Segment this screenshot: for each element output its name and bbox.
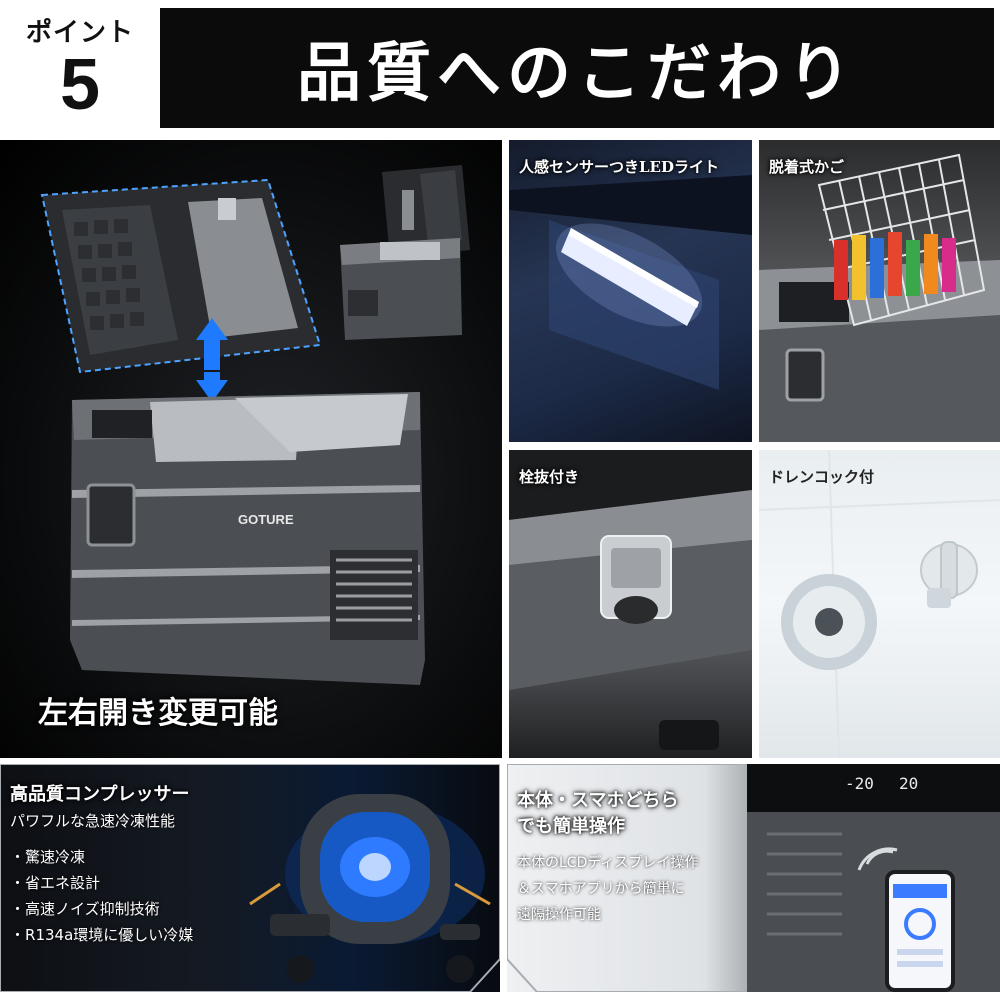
bottle-opener-panel: 栓抜付き — [509, 450, 752, 758]
compressor-subtitle: パワフルな急速冷凍性能 — [10, 812, 176, 830]
cooler-illustration: GOTURE — [40, 165, 470, 685]
list-item: 驚速冷凍 — [10, 844, 193, 870]
list-item: 高速ノイズ抑制技術 — [10, 896, 193, 922]
list-item: R134a環境に優しい冷媒 — [10, 922, 193, 948]
cooler-lid — [40, 178, 322, 374]
cooler-body — [70, 392, 425, 685]
drain-plug-panel: ドレンコック付 — [759, 450, 1000, 758]
app-control-panel: -20 20 本体・スマホどちら でも簡単操作 本体のLCDディスプレイ操作 ＆… — [507, 764, 1000, 992]
compressor-icon — [249, 794, 491, 983]
drain-caption: ドレンコック付 — [769, 468, 875, 486]
basket-caption: 脱着式かご — [769, 158, 845, 176]
compressor-feature-list: 驚速冷凍 省エネ設計 高速ノイズ抑制技術 R134a環境に優しい冷媒 — [10, 844, 193, 948]
main-cooler-panel: GOTURE 左右開き変更可能 — [0, 140, 502, 758]
display-temp-1: -20 — [845, 774, 874, 793]
bottles-icon — [834, 232, 956, 300]
smartphone-icon — [885, 870, 955, 992]
led-light-panel: 人感センサーつきLEDライト — [509, 140, 752, 442]
open-direction-arrows-icon — [196, 318, 228, 402]
app-desc-line1: 本体のLCDディスプレイ操作 — [517, 855, 699, 871]
app-title-line2: でも簡単操作 — [517, 816, 625, 837]
wifi-signal-icon — [857, 847, 898, 871]
removable-basket-panel: 脱着式かご — [759, 140, 1000, 442]
point-badge: ポイント 5 — [6, 8, 154, 128]
brand-logo: GOTURE — [238, 512, 294, 527]
point-number: 5 — [59, 45, 101, 125]
app-desc-line3: 遠隔操作可能 — [517, 907, 601, 923]
list-item: 省エネ設計 — [10, 870, 193, 896]
led-caption: 人感センサーつきLEDライト — [519, 158, 719, 176]
drain-hole-icon — [781, 574, 877, 670]
bottle-opener-latch-icon — [600, 535, 672, 624]
led-light-icon — [561, 228, 699, 326]
title-bar: 品質へのこだわり — [160, 8, 994, 128]
drain-cap-icon — [920, 541, 978, 608]
latch-caption: 栓抜付き — [519, 468, 580, 486]
main-caption: 左右開き変更可能 — [38, 696, 278, 731]
point-label: ポイント — [25, 18, 134, 48]
inset-cooler-image — [340, 165, 470, 340]
app-title-line1: 本体・スマホどちら — [517, 790, 679, 811]
compressor-title: 高品質コンプレッサー — [10, 784, 190, 805]
display-temp-2: 20 — [899, 774, 919, 793]
app-desc-line2: ＆スマホアプリから簡単に — [517, 881, 685, 897]
compressor-panel: 高品質コンプレッサー パワフルな急速冷凍性能 驚速冷凍 省エネ設計 高速ノイズ抑… — [0, 764, 500, 992]
page-title: 品質へのこだわり — [297, 37, 857, 111]
